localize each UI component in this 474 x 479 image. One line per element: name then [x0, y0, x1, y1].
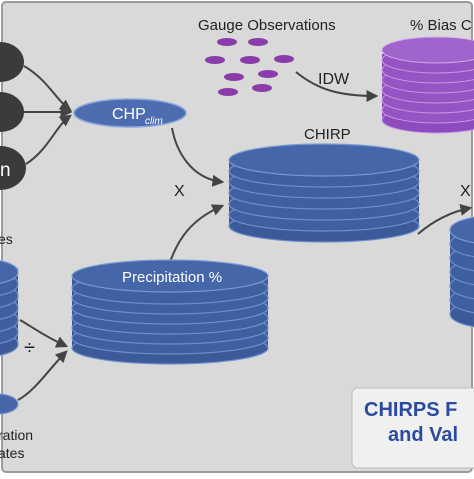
left-input-nodes: n — [0, 42, 26, 190]
chpclim-node: CHP clim — [73, 98, 187, 128]
gauge-dots — [205, 38, 294, 96]
input-node-3 — [0, 146, 26, 190]
left-partial-label-top: es — [0, 231, 13, 247]
chpclim-label: CHP — [112, 106, 146, 123]
chirp-stack — [228, 143, 420, 243]
input-node-1 — [0, 42, 24, 82]
multiply-label-2: X — [460, 183, 471, 200]
precipitation-label: Precipitation % — [122, 269, 222, 286]
title-line-1: CHIRPS F — [364, 399, 457, 421]
precip-to-chirp-arrow — [169, 204, 225, 263]
divide-label: ÷ — [24, 337, 35, 359]
left-bottom-disk — [0, 393, 19, 415]
chpclim-to-chirp-arrow — [171, 127, 225, 187]
precipitation-stack — [71, 259, 269, 365]
gauge-observations-label: Gauge Observations — [198, 17, 336, 34]
left-stack-partial — [0, 260, 19, 356]
input-connectors — [23, 65, 73, 165]
right-stack-partial — [449, 216, 474, 328]
left-partial-label-bottom-2: ates — [0, 445, 24, 461]
input-node-2 — [0, 92, 24, 132]
idw-arrow — [295, 71, 379, 102]
left-partial-label-bottom-1: ration — [0, 427, 33, 443]
title-line-2: and Val — [388, 424, 458, 446]
chirp-label: CHIRP — [304, 126, 351, 143]
left-disk-to-precip-arrow — [17, 350, 68, 401]
left-stack-to-precip-arrow — [19, 319, 69, 348]
chpclim-sub-label: clim — [145, 116, 163, 127]
bias-stack — [381, 36, 474, 134]
title-box: CHIRPS F and Val — [351, 387, 474, 469]
chirp-to-right-arrow — [417, 204, 473, 235]
multiply-label-1: X — [174, 183, 185, 200]
idw-label: IDW — [318, 71, 350, 88]
input-node-3-label: n — [0, 160, 11, 181]
bias-label: % Bias C — [410, 17, 472, 34]
